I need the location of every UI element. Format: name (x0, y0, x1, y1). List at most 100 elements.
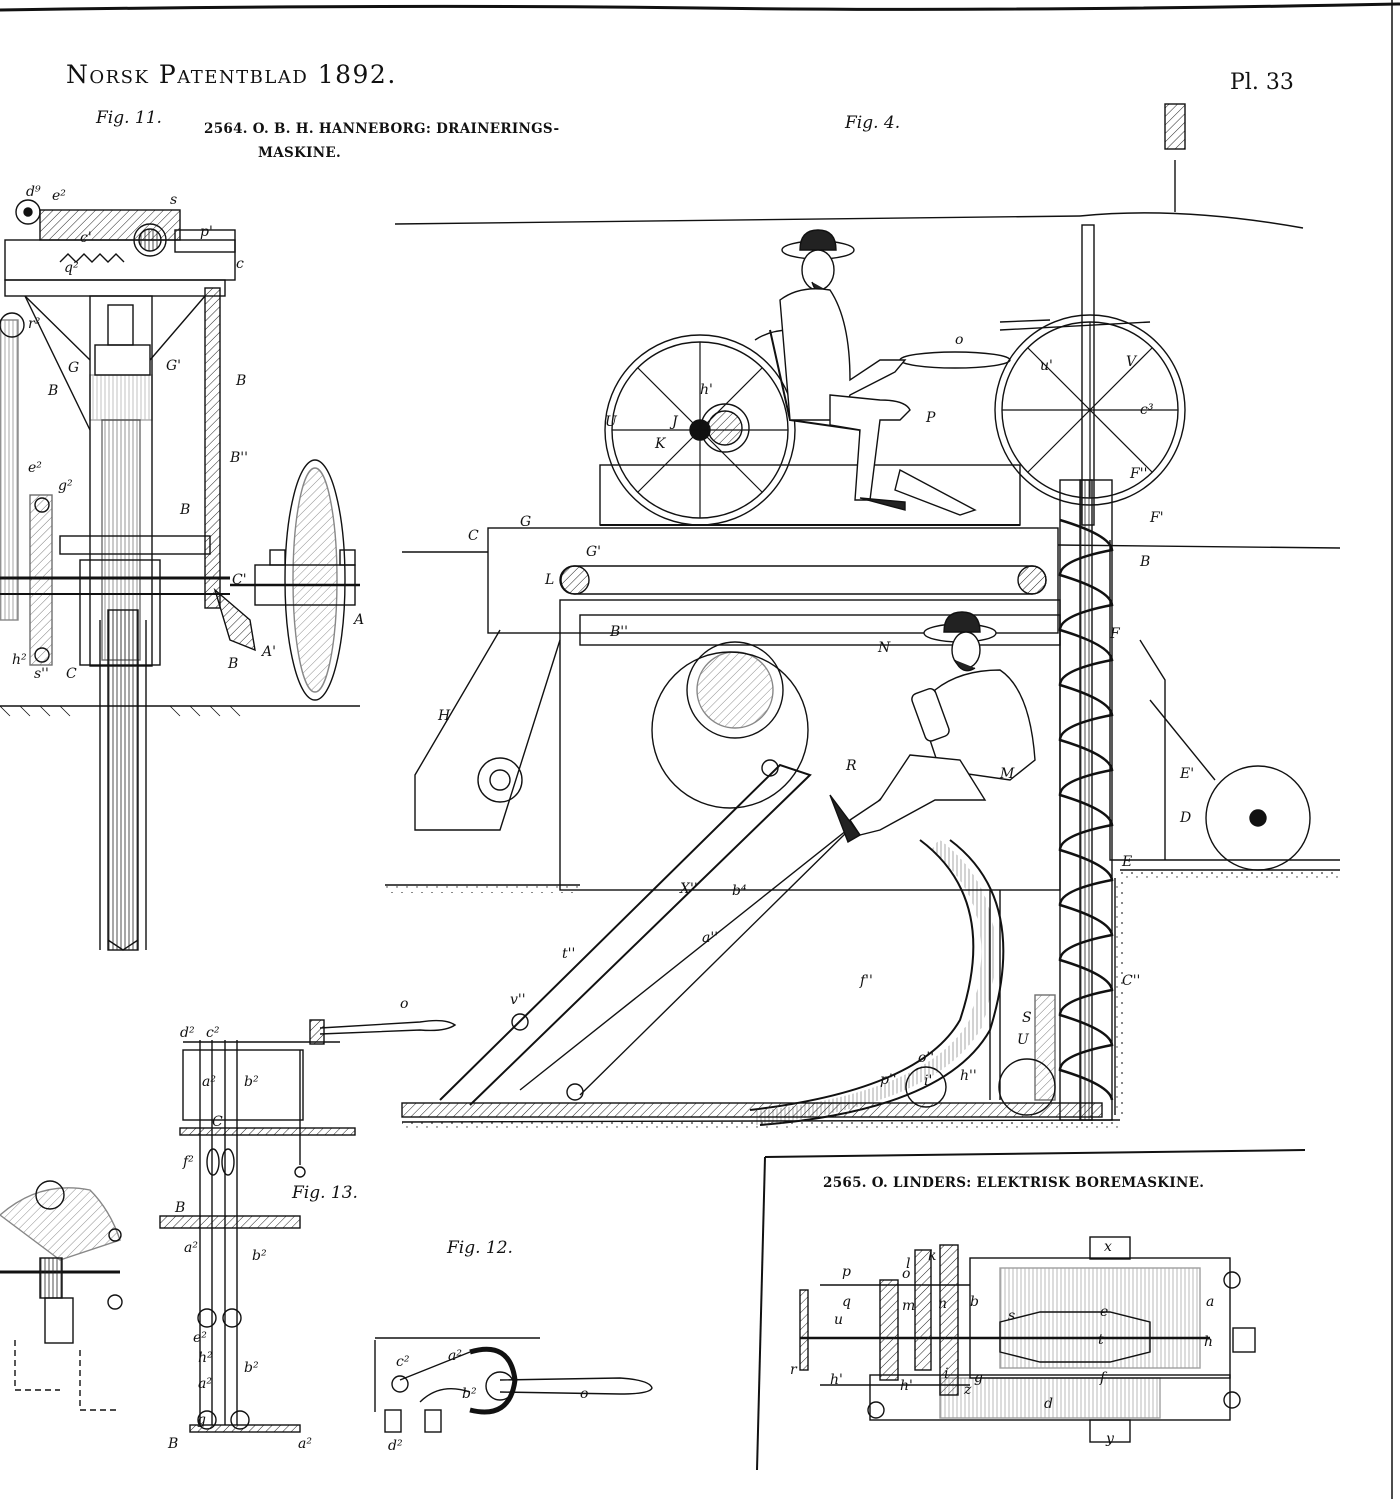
label: B'' (609, 624, 628, 640)
label: M (999, 766, 1015, 782)
label: k (928, 1248, 936, 1264)
label: a (1206, 1294, 1214, 1310)
patent-2565-heading: 2565. O. LINDERS: ELEKTRISK BOREMASKINE. (823, 1175, 1204, 1191)
label: f² (182, 1154, 194, 1170)
label: A (352, 612, 364, 628)
label: B (174, 1200, 185, 1216)
patent-number: 2565. (823, 1175, 867, 1191)
plate-number: Pl. 33 (1230, 70, 1294, 95)
label: J (669, 414, 679, 430)
label: K (654, 436, 667, 452)
label: i' (924, 1073, 932, 1089)
label: a² (448, 1348, 462, 1364)
patent-2564-heading: 2564. O. B. H. HANNEBORG: DRAINERINGS- (204, 121, 559, 137)
label: b² (252, 1248, 267, 1264)
label: B (47, 383, 58, 399)
label: a² (298, 1436, 312, 1452)
label: B (167, 1436, 178, 1452)
label: p'' (880, 1072, 897, 1088)
label: b (970, 1294, 979, 1310)
label: C (66, 666, 77, 682)
label: X'' (679, 881, 698, 897)
label: A' (260, 644, 276, 660)
label: U (605, 414, 618, 430)
label: g (197, 1412, 206, 1428)
label: h'' (960, 1068, 977, 1084)
label: N (877, 640, 891, 656)
label: a'' (702, 930, 718, 946)
label: m (902, 1298, 915, 1314)
label: d (1044, 1396, 1053, 1412)
label: c³ (1140, 402, 1154, 418)
label: b² (244, 1074, 259, 1090)
label: e² (193, 1330, 207, 1346)
label: h' (700, 382, 713, 398)
fig13-drawing (159, 1019, 457, 1433)
label: S (1022, 1010, 1032, 1026)
label: t'' (562, 946, 575, 962)
label: z (963, 1382, 972, 1398)
label: G (520, 514, 531, 530)
label: g² (58, 478, 73, 494)
label: o (902, 1266, 910, 1282)
label: c' (80, 230, 92, 246)
label: C' (232, 572, 247, 588)
label: C'' (1122, 973, 1140, 989)
fig4-labels: o U h' J K P u' V c³ G C L G' F'' F' B B… (437, 332, 1194, 1089)
figure-12-label: Fig. 12. (447, 1238, 513, 1258)
label: g (974, 1370, 983, 1386)
label: b⁴ (732, 883, 747, 899)
label: B (235, 373, 246, 389)
figure-4-label: Fig. 4. (845, 113, 901, 133)
label: U (1017, 1032, 1030, 1048)
fig13-labels: d² c² a² b² C f² B b² a² e² h² a² b² g B… (167, 996, 408, 1452)
publication-title: Norsk Patentblad 1892. (66, 60, 397, 89)
label: e² (52, 188, 66, 204)
label: o (955, 332, 963, 348)
label: d⁹ (26, 184, 41, 200)
label: i (944, 1366, 948, 1382)
label: F' (1149, 510, 1164, 526)
fig2565-drawing (799, 1236, 1256, 1443)
label: V (1126, 354, 1138, 370)
label: u (834, 1312, 843, 1328)
figure-11-label: Fig. 11. (96, 108, 162, 128)
label: G' (586, 544, 601, 560)
label: h' (900, 1378, 913, 1394)
label: f'' (859, 973, 873, 989)
label: a² (198, 1376, 212, 1392)
label: y (1105, 1431, 1115, 1447)
label: h' (830, 1372, 843, 1388)
label: b² (244, 1360, 259, 1376)
label: s'' (34, 666, 49, 682)
label: D (1179, 810, 1191, 826)
label: e² (28, 460, 42, 476)
label: t (1098, 1332, 1104, 1348)
patent-title: ELEKTRISK BOREMASKINE. (976, 1175, 1205, 1191)
label: h² (12, 652, 27, 668)
fig4-drawing (385, 103, 1341, 1132)
label: x (1104, 1239, 1112, 1255)
label: r² (28, 316, 41, 332)
label: L (544, 572, 554, 588)
label: e (1100, 1304, 1108, 1320)
partial-gear-drawing (0, 1180, 123, 1411)
label: o (400, 996, 408, 1012)
label: u' (1040, 358, 1053, 374)
fig11-drawing (0, 199, 360, 951)
label: F'' (1129, 466, 1147, 482)
label: p (842, 1264, 851, 1280)
label: R (845, 758, 857, 774)
label: s (170, 192, 177, 208)
fig12-drawing (374, 1337, 653, 1433)
fig12-labels: d² c² a² b² o (388, 1348, 588, 1454)
fig2565-frame (756, 1149, 1306, 1471)
label: G' (166, 358, 181, 374)
label: r (790, 1362, 798, 1378)
fig11-labels: d⁹ e² s c' p' c q² r² G G' B B B'' e² g²… (12, 184, 364, 682)
fig2565-labels: x y a e t f d h b s p q u r l k o m n g … (790, 1239, 1214, 1447)
label: f (1099, 1370, 1108, 1386)
label: c² (396, 1354, 410, 1370)
